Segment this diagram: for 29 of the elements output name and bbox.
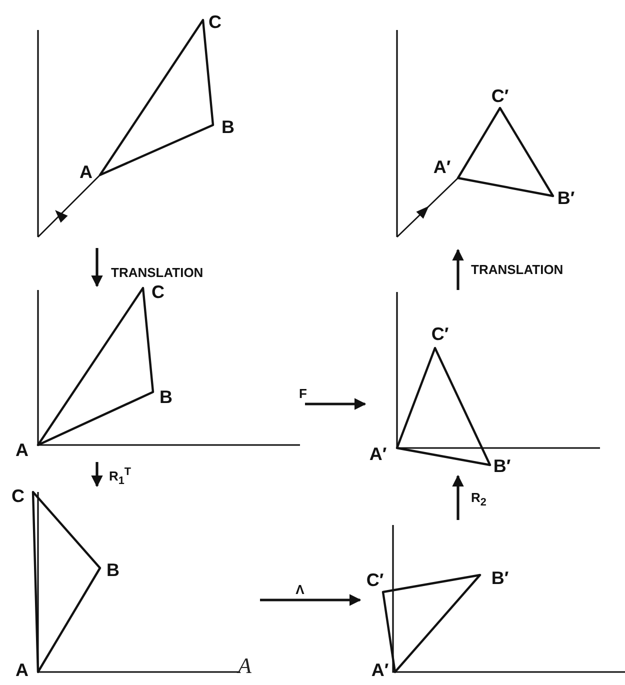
vertex-label: A <box>16 441 28 459</box>
vertex-label: C′ <box>431 325 449 343</box>
vertex-label: B′ <box>557 189 575 207</box>
arrow <box>260 594 362 606</box>
vertex-label: B′ <box>493 457 511 475</box>
vertex-label: A′ <box>369 445 387 463</box>
vertex-label: C′ <box>366 571 384 589</box>
axis-label: A <box>238 655 252 677</box>
arrow <box>91 248 103 288</box>
edge-label: TRANSLATION <box>470 262 564 277</box>
arrow <box>91 462 103 488</box>
vertex-label: A <box>16 661 28 679</box>
vertex-label: A′ <box>433 158 451 176</box>
vertex-label: B <box>106 561 120 579</box>
vertex-label: C <box>152 283 164 301</box>
vertex-label: A <box>80 163 92 181</box>
vertex-label: C <box>208 13 222 31</box>
vertex-label: A′ <box>371 661 389 679</box>
edge-label: TRANSLATION <box>110 265 204 280</box>
arrow <box>452 474 464 520</box>
edge-label: Λ <box>294 582 306 597</box>
edge-label: F <box>298 386 308 401</box>
vertex-label: B <box>222 118 234 136</box>
arrow <box>452 248 464 290</box>
vertex-label: B′ <box>491 569 509 587</box>
vertex-label: C <box>12 487 24 505</box>
vertex-label: C′ <box>491 87 509 105</box>
arrow <box>305 398 366 410</box>
vertex-label: B <box>160 388 172 406</box>
